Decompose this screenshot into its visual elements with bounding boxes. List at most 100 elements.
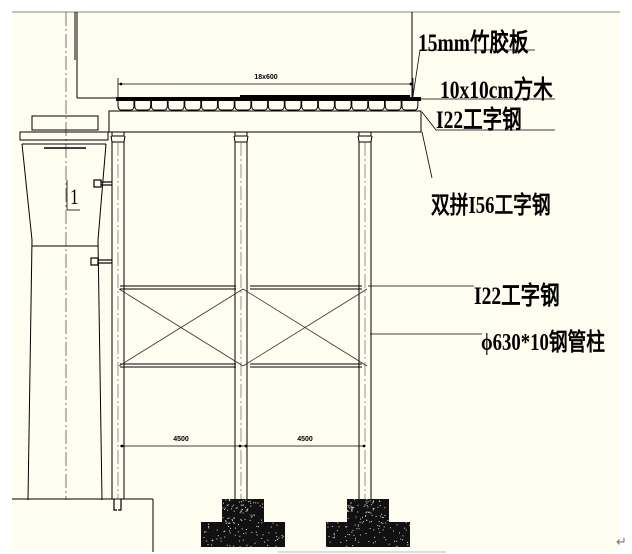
speckle xyxy=(365,515,367,517)
i22-horizontal-braces xyxy=(120,285,362,368)
speckle xyxy=(352,508,354,510)
speckle xyxy=(247,508,249,510)
speckle xyxy=(381,516,383,518)
speckle xyxy=(222,507,224,509)
speckle xyxy=(241,504,243,506)
speckle xyxy=(372,500,374,502)
speckle xyxy=(382,517,384,518)
speckle xyxy=(240,519,242,521)
speckle xyxy=(379,531,381,533)
speckle xyxy=(363,505,365,507)
speckle xyxy=(355,516,357,518)
speckle xyxy=(229,532,231,534)
speckle xyxy=(228,499,230,500)
speckle xyxy=(396,524,398,526)
speckle xyxy=(233,510,235,512)
speckle xyxy=(393,530,394,532)
concrete-footing-right xyxy=(326,499,410,547)
speckle xyxy=(254,542,256,544)
speckle xyxy=(225,521,227,523)
speckle xyxy=(282,535,284,537)
speckle xyxy=(246,510,248,512)
speckle xyxy=(381,522,382,524)
speckle xyxy=(372,508,374,510)
timber-block xyxy=(217,101,235,111)
speckle xyxy=(370,512,372,514)
speckle xyxy=(246,529,248,530)
speckle xyxy=(383,536,385,538)
speckle xyxy=(385,539,387,541)
speckle xyxy=(396,540,398,542)
pier-bracket-lower xyxy=(90,257,112,266)
speckle xyxy=(353,534,355,536)
speckle xyxy=(258,522,260,524)
timber-block xyxy=(184,101,202,111)
speckle xyxy=(368,541,370,542)
speckle xyxy=(211,544,213,546)
speckle xyxy=(404,527,406,529)
speckle xyxy=(278,537,280,539)
speckle xyxy=(331,526,333,527)
speckle xyxy=(381,513,383,515)
label-bamboo-formwork: 15mm竹胶板 xyxy=(418,30,529,57)
speckle xyxy=(227,509,229,511)
speckle xyxy=(248,501,250,503)
speckle xyxy=(246,509,248,511)
speckle xyxy=(402,535,404,537)
speckle xyxy=(223,531,225,532)
speckle xyxy=(216,529,218,531)
speckle xyxy=(367,506,369,508)
speckle xyxy=(351,508,353,510)
speckle xyxy=(205,531,207,533)
speckle xyxy=(351,506,353,508)
speckle xyxy=(373,501,374,503)
timber-row xyxy=(117,101,419,111)
speckle xyxy=(371,514,373,516)
speckle xyxy=(259,505,261,507)
speckle xyxy=(383,526,385,528)
speckle xyxy=(245,499,247,501)
timber-block xyxy=(167,101,185,111)
speckle xyxy=(351,510,353,512)
speckle xyxy=(365,501,367,503)
timber-block xyxy=(251,101,269,111)
speckle xyxy=(372,509,374,511)
speckle xyxy=(394,540,395,542)
timber-block xyxy=(334,101,352,111)
speckle xyxy=(253,502,255,504)
speckle xyxy=(250,514,252,516)
timber-block xyxy=(301,101,319,111)
speckle xyxy=(245,506,246,508)
speckle xyxy=(347,510,348,512)
speckle xyxy=(244,518,246,520)
speckle xyxy=(228,526,229,527)
speckle xyxy=(217,535,219,537)
speckle xyxy=(224,508,225,510)
left-column-anchor xyxy=(113,499,122,511)
speckle xyxy=(365,515,366,517)
speckle xyxy=(233,517,235,519)
speckle xyxy=(349,507,351,509)
speckle xyxy=(250,502,252,504)
speckle xyxy=(357,511,359,513)
speckle xyxy=(378,521,380,523)
speckle xyxy=(242,500,244,502)
speckle xyxy=(255,531,257,533)
speckle xyxy=(357,525,359,527)
speckle xyxy=(225,520,227,522)
speckle xyxy=(204,531,205,533)
speckle xyxy=(361,522,363,524)
bearing-plate xyxy=(358,131,372,137)
dimension-bay-right: 4500 xyxy=(297,436,313,443)
speckle xyxy=(332,537,334,539)
speckle xyxy=(275,545,277,547)
bamboo-formwork-board xyxy=(116,97,421,101)
speckle xyxy=(328,536,330,538)
speckle xyxy=(327,526,329,528)
speckle xyxy=(405,522,407,523)
speckle xyxy=(233,545,235,547)
speckle xyxy=(384,515,386,517)
speckle xyxy=(373,507,375,509)
speckle xyxy=(250,516,252,518)
